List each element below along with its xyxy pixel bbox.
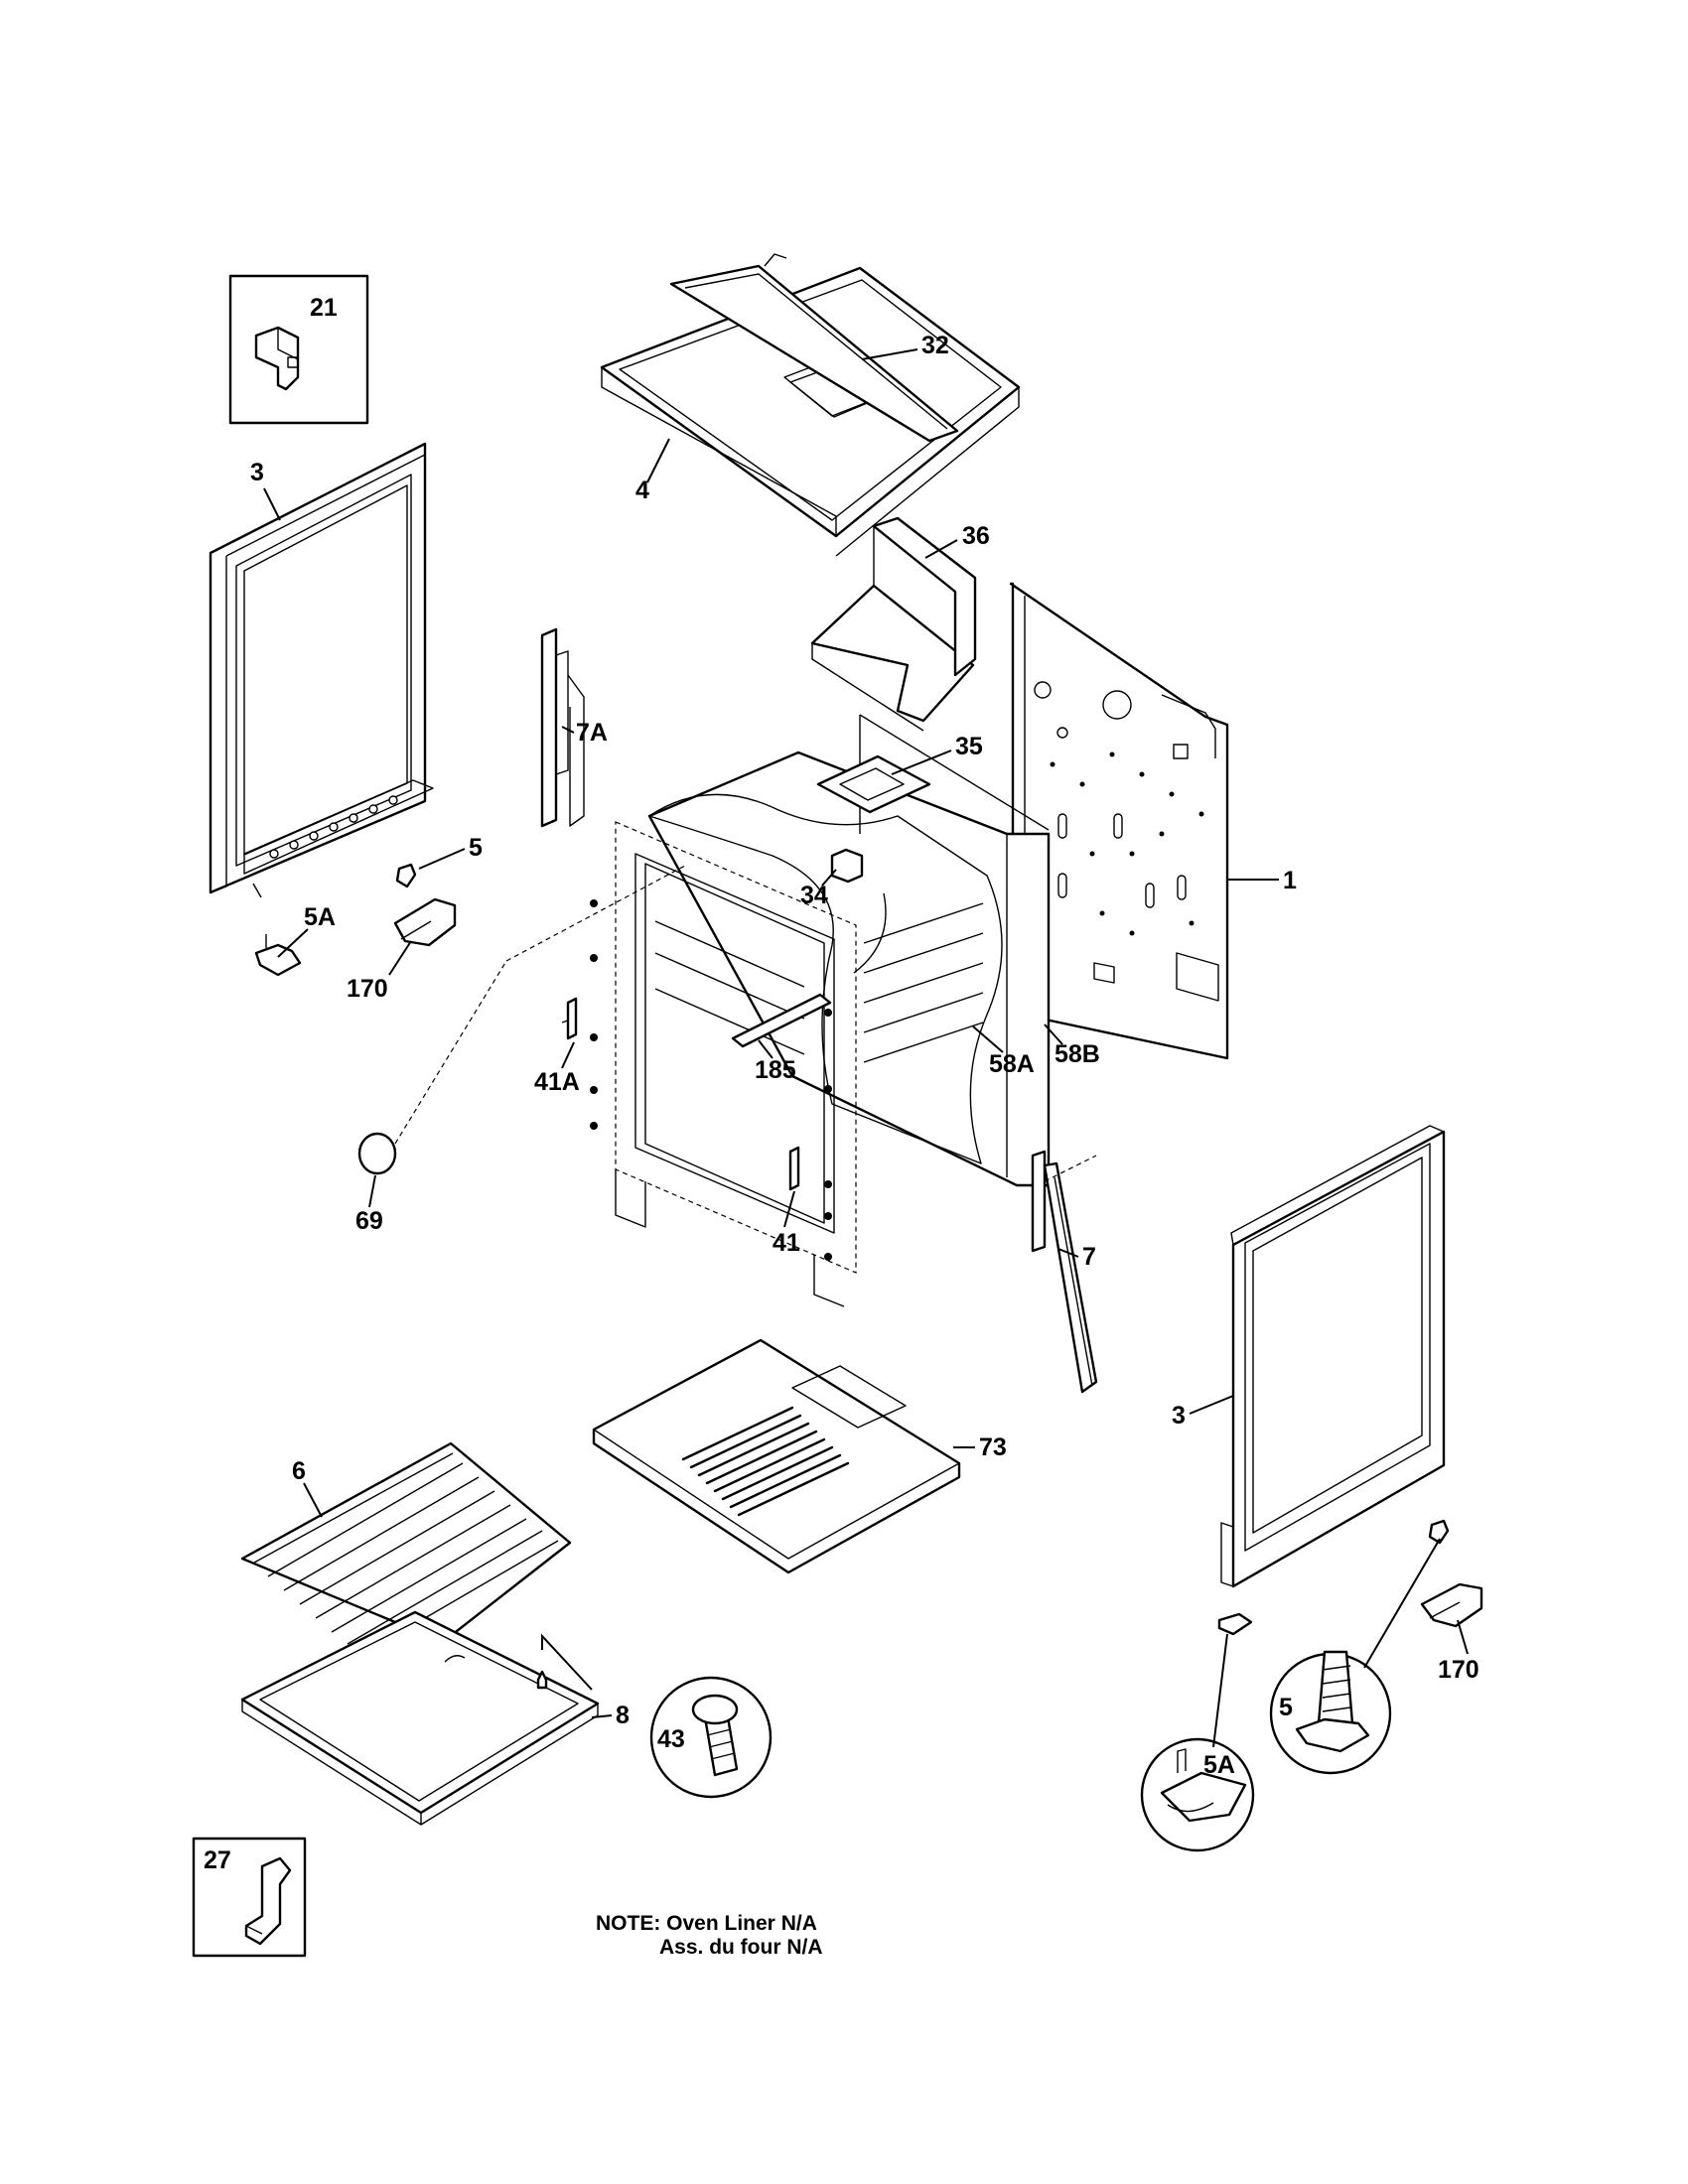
label-7a: 7A — [576, 719, 608, 747]
label-27: 27 — [204, 1846, 231, 1874]
part-36-duct — [810, 516, 977, 732]
label-35: 35 — [955, 733, 983, 760]
part-5a-callout — [1140, 1633, 1255, 1852]
rack-wires — [267, 1462, 559, 1655]
label-73: 73 — [979, 1433, 1007, 1461]
label-21: 21 — [310, 294, 338, 322]
label-8: 8 — [616, 1702, 630, 1729]
label-5-right: 5 — [1279, 1694, 1293, 1721]
label-36: 36 — [962, 522, 990, 550]
label-41a: 41A — [534, 1068, 580, 1096]
part-69-lens — [357, 865, 686, 1175]
part-34-sensor — [830, 848, 864, 884]
part-41a-bracket — [561, 997, 578, 1040]
left-side-panel — [209, 442, 434, 898]
left-leveling-parts — [254, 863, 457, 977]
label-3-right: 3 — [1172, 1402, 1186, 1430]
part-21-inset: 21 — [228, 274, 369, 425]
oven-body — [615, 714, 1051, 1307]
label-58b: 58B — [1055, 1040, 1100, 1068]
tray — [240, 1610, 600, 1826]
label-1: 1 — [1283, 867, 1297, 894]
note-line-2: Ass. du four N/A — [659, 1936, 823, 1959]
label-185: 185 — [755, 1056, 796, 1084]
part-185 — [731, 993, 832, 1048]
bottom-vents — [681, 1406, 850, 1517]
left-panel-holes — [269, 795, 398, 859]
part-41-bracket — [788, 1146, 800, 1191]
back-panel-dots — [1050, 751, 1204, 936]
top-rail — [669, 253, 959, 443]
label-43: 43 — [657, 1725, 685, 1753]
label-5a-right: 5A — [1203, 1751, 1235, 1779]
label-6: 6 — [292, 1457, 306, 1485]
label-4: 4 — [635, 477, 649, 504]
hinge-7 — [1031, 1150, 1098, 1394]
bottom-panel — [592, 1338, 961, 1574]
part-27-inset: 27 — [192, 1837, 307, 1958]
part-5-callout — [1269, 1538, 1441, 1775]
back-panel — [1009, 582, 1229, 1060]
hinge-7a — [540, 627, 585, 828]
right-side-panel — [1220, 1125, 1446, 1588]
note-line-1: NOTE: Oven Liner N/A — [596, 1912, 817, 1935]
label-3-left: 3 — [250, 459, 264, 486]
screw-43-callout — [536, 1633, 773, 1799]
right-leveling-parts — [1217, 1519, 1483, 1636]
oven-rack — [240, 1441, 572, 1655]
label-170-right: 170 — [1438, 1656, 1479, 1684]
label-7: 7 — [1082, 1243, 1096, 1271]
label-34: 34 — [800, 882, 828, 909]
front-screws — [590, 899, 832, 1261]
label-5a-left: 5A — [304, 903, 336, 931]
label-32: 32 — [921, 332, 949, 359]
label-41: 41 — [773, 1229, 800, 1257]
label-69: 69 — [355, 1207, 383, 1235]
label-170-left: 170 — [347, 975, 388, 1003]
label-5-left: 5 — [469, 834, 483, 862]
label-58a: 58A — [989, 1050, 1035, 1078]
